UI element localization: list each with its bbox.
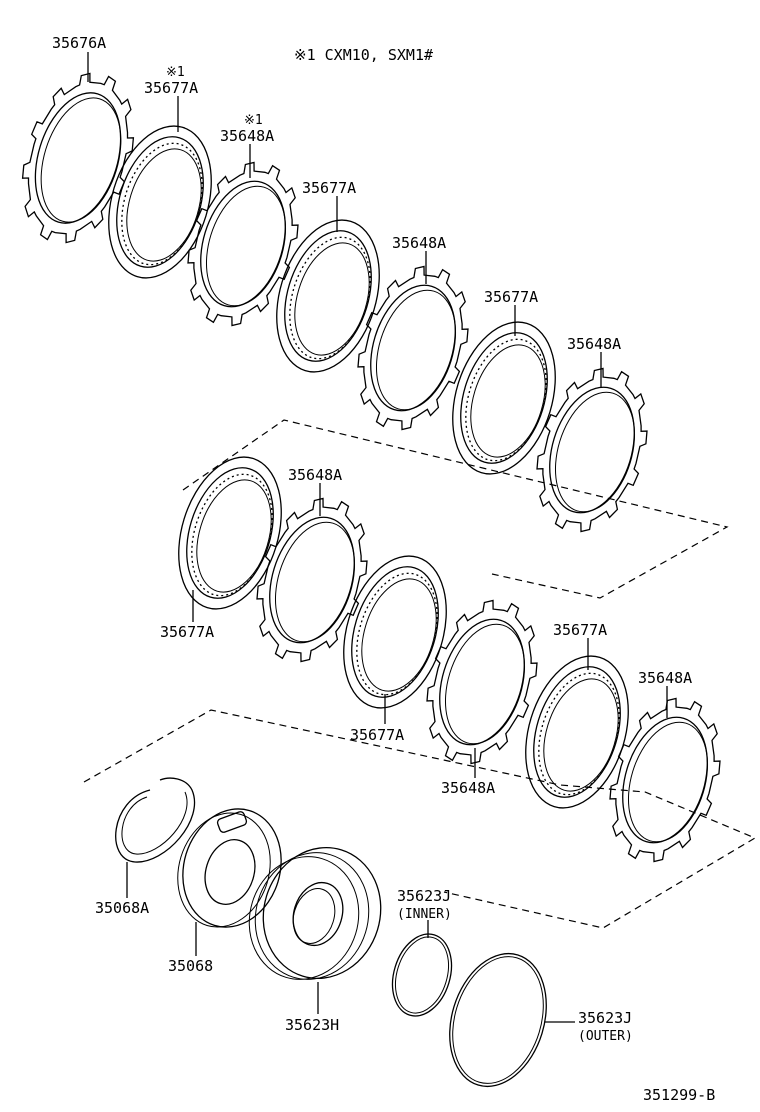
- part-35677A-3: [452, 321, 556, 475]
- label-35068A: 35068A: [95, 899, 149, 917]
- part-35677A-2: [276, 219, 380, 373]
- part-35648A-1: [187, 161, 299, 327]
- label-35676A: 35676A: [52, 34, 106, 52]
- part-35648A-5: [426, 599, 538, 765]
- label-mark-35677A-1: ※1: [166, 65, 185, 80]
- part-35677A-5: [343, 555, 447, 709]
- parts-layer: [21, 72, 721, 1088]
- label-35623J-outer-sub: (OUTER): [578, 1029, 633, 1044]
- part-35068A-snap-ring: [115, 777, 196, 863]
- part-35068-piston: [177, 808, 282, 928]
- label-mark-35648A-1: ※1: [244, 113, 263, 128]
- label-35677A-4: 35677A: [160, 623, 214, 641]
- part-35648A-3: [536, 367, 648, 533]
- part-35648A-2: [357, 265, 469, 431]
- part-35676A: [21, 72, 135, 244]
- label-35623H: 35623H: [285, 1016, 339, 1034]
- label-35623J-inner: 35623J: [397, 887, 451, 905]
- label-35648A-3: 35648A: [567, 335, 621, 353]
- part-35648A-6: [609, 697, 721, 863]
- part-35677A-1: [108, 125, 212, 279]
- label-35623J-outer: 35623J: [578, 1009, 632, 1027]
- label-35648A-6: 35648A: [638, 669, 692, 687]
- label-35677A-2: 35677A: [302, 179, 356, 197]
- label-35648A-4: 35648A: [288, 466, 342, 484]
- group-outline-middle: [182, 419, 729, 599]
- part-35677A-4: [178, 456, 282, 610]
- label-35648A-2: 35648A: [392, 234, 446, 252]
- part-35623J-inner-oring: [391, 933, 453, 1017]
- drawing-number: 351299-B: [643, 1086, 715, 1104]
- part-35648A-4: [256, 497, 368, 663]
- leader-lines: [87, 52, 668, 1023]
- label-35677A-6: 35677A: [553, 621, 607, 639]
- label-35648A-1: 35648A: [220, 127, 274, 145]
- label-35677A-3: 35677A: [484, 288, 538, 306]
- label-35068: 35068: [168, 957, 213, 975]
- label-35648A-5: 35648A: [441, 779, 495, 797]
- part-35677A-6: [525, 655, 629, 809]
- label-35677A-5: 35677A: [350, 726, 404, 744]
- part-35623H-drum: [248, 846, 382, 980]
- group-outline-lower: [83, 709, 757, 929]
- part-35623J-outer-oring: [449, 952, 547, 1088]
- applicability-note: ※1 CXM10, SXM1#: [294, 46, 433, 64]
- label-35677A-1: 35677A: [144, 79, 198, 97]
- label-35623J-inner-sub: (INNER): [397, 907, 452, 922]
